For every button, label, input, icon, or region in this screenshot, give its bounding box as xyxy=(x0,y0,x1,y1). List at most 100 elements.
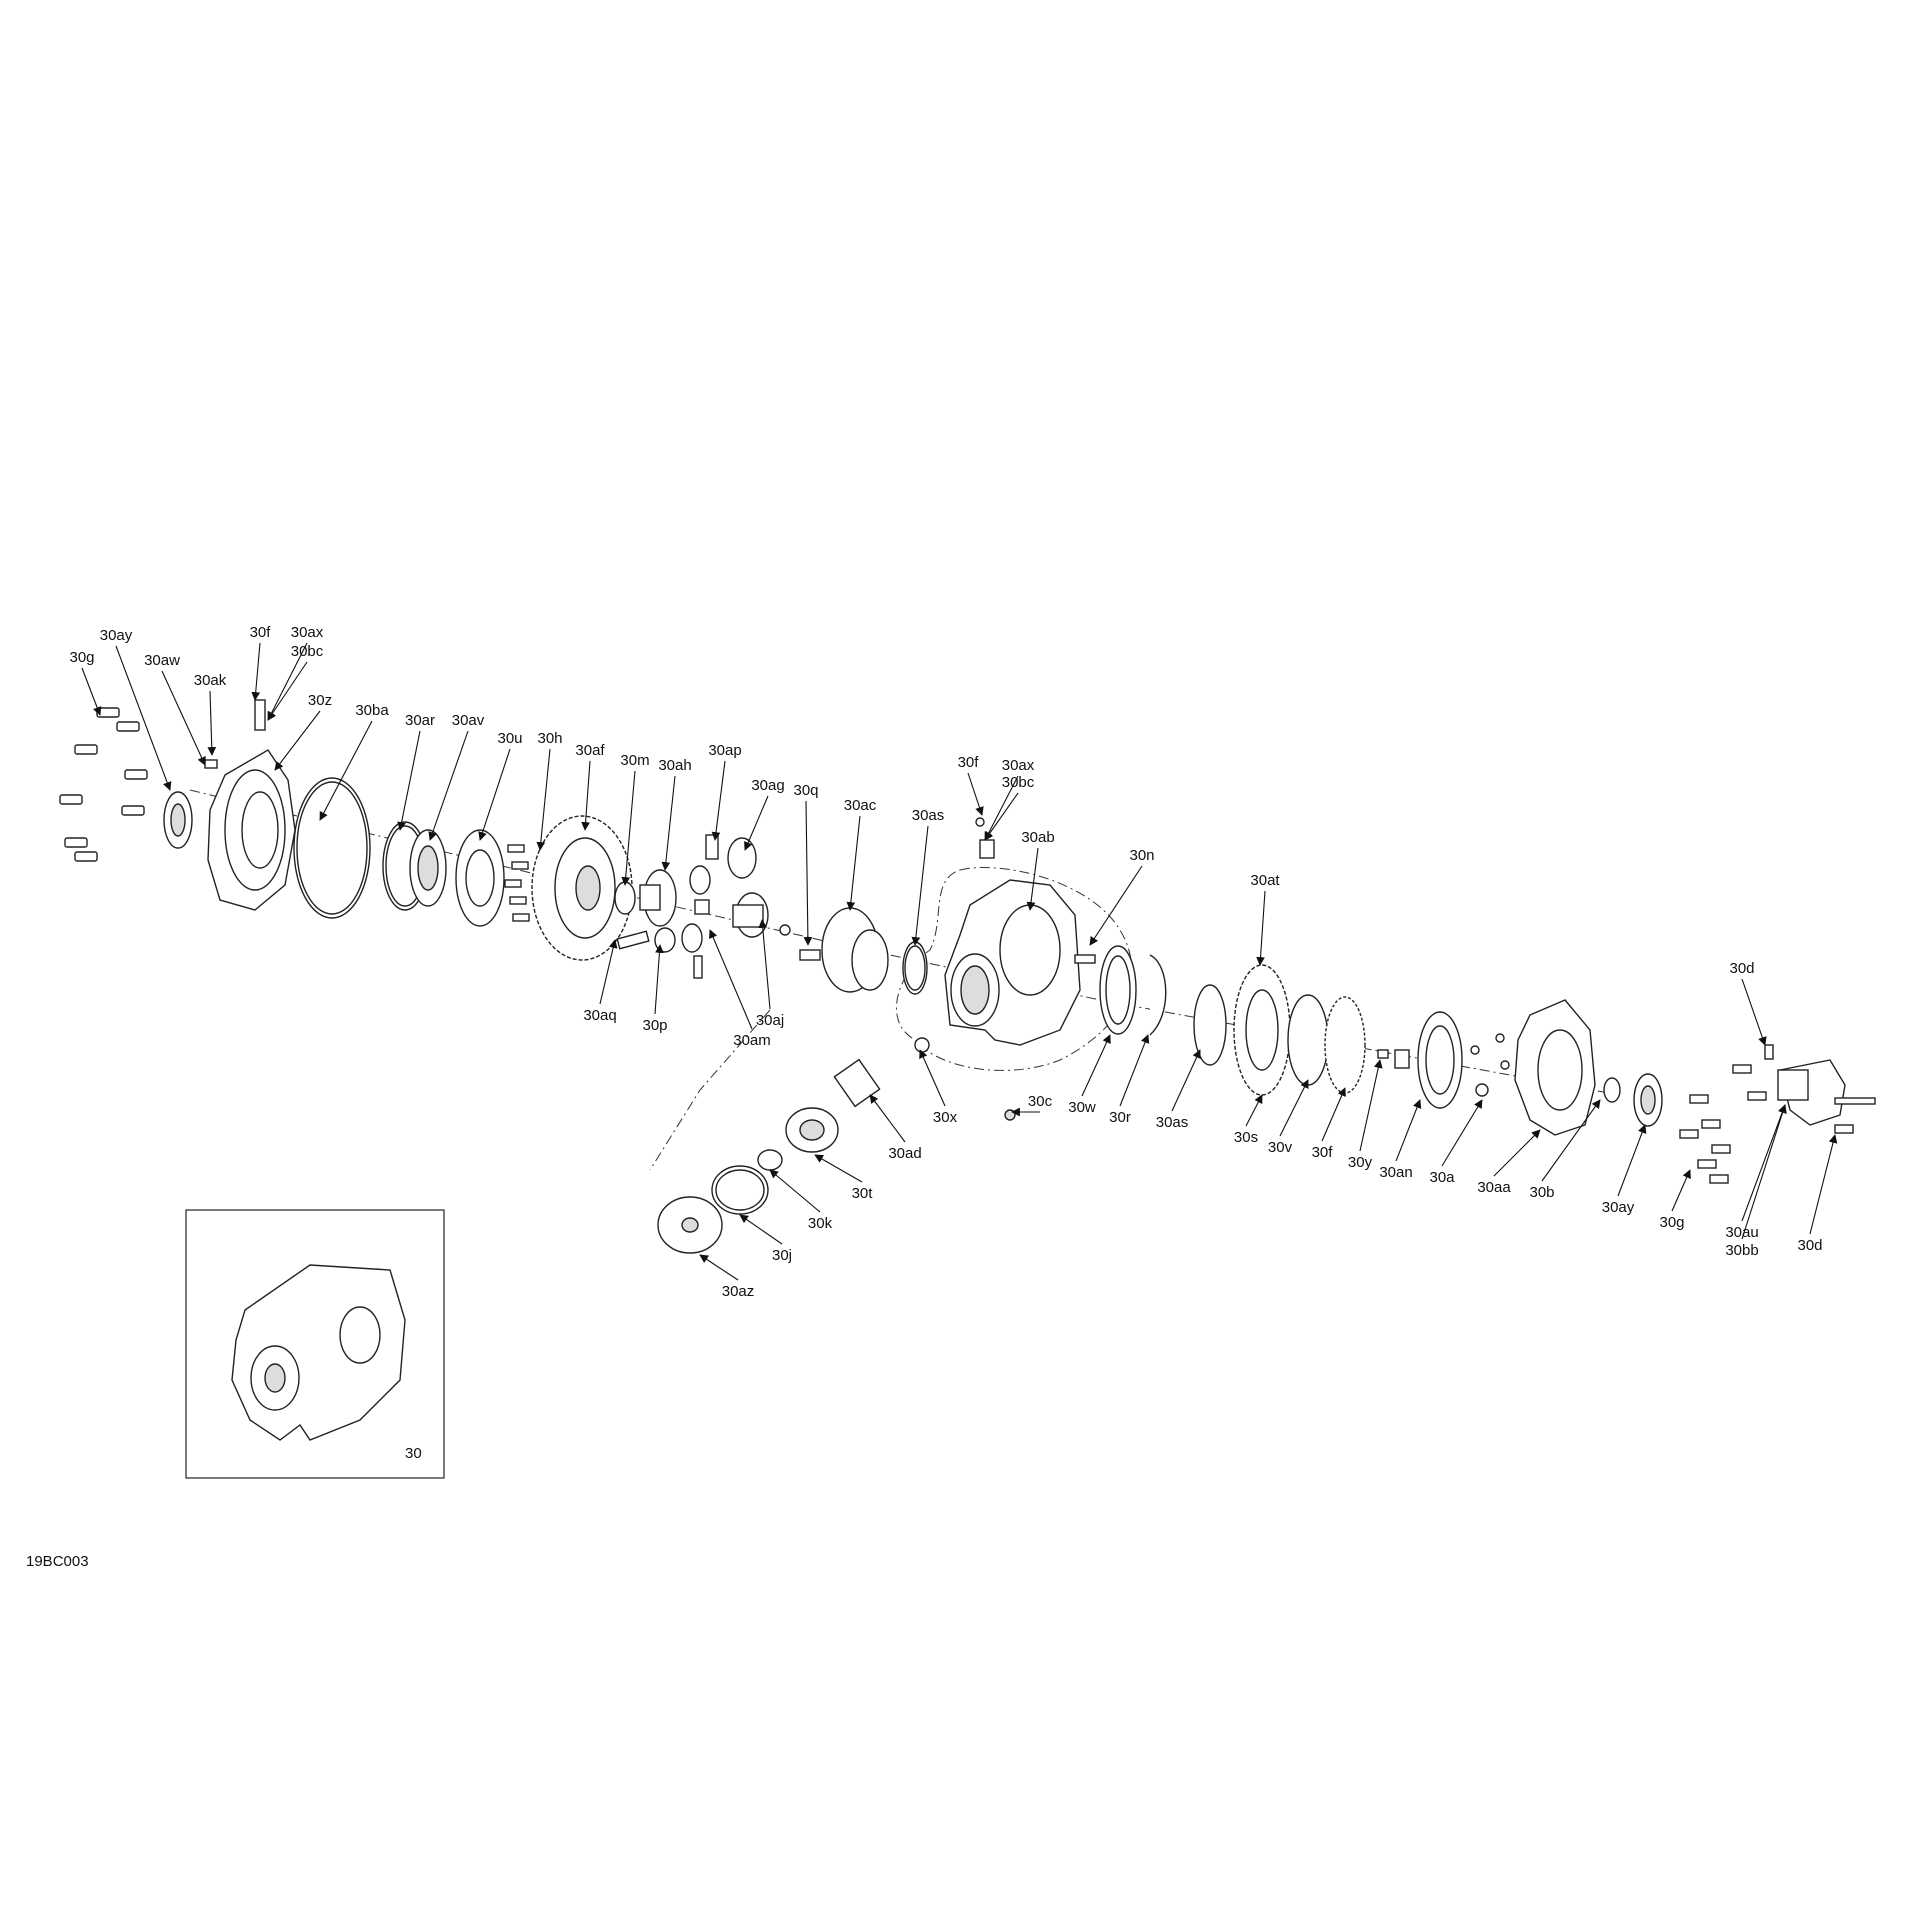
callout-leader xyxy=(1279,1079,1309,1137)
callout-leader xyxy=(1359,1059,1383,1152)
callout-label: 30s xyxy=(1234,1129,1258,1146)
callout-leader xyxy=(1441,1099,1483,1167)
callout-label: 30ab xyxy=(1021,829,1054,846)
assembly-axis xyxy=(189,789,1621,1171)
callout-leader xyxy=(1741,1104,1787,1240)
callout-leader xyxy=(1119,1034,1150,1107)
callout-leader xyxy=(1493,1129,1541,1177)
figure-code: 19BC003 xyxy=(26,1553,89,1570)
callout-leader xyxy=(1081,1034,1111,1097)
callout-leader xyxy=(654,944,664,1015)
callout-label: 30az xyxy=(722,1283,755,1300)
callout-label: 30w xyxy=(1068,1099,1096,1116)
callout-label: 30ar xyxy=(405,712,435,729)
callout-label: 30q xyxy=(793,782,818,799)
callout-leader xyxy=(919,1049,946,1107)
callout-label: 30am xyxy=(733,1032,771,1049)
callout-leader xyxy=(1026,847,1039,911)
callout-leader xyxy=(758,919,771,1010)
callout-label: 30f xyxy=(1312,1144,1334,1161)
callout-label: 30f xyxy=(958,754,980,771)
callout-leader xyxy=(251,642,261,701)
callout-label: 30aw xyxy=(144,652,180,669)
callout-leader xyxy=(803,800,813,946)
callout-label: 30ak xyxy=(194,672,227,689)
callout-label: 30as xyxy=(912,807,945,824)
callout-leader xyxy=(1809,1134,1838,1235)
callout-leader xyxy=(1741,1104,1787,1222)
callout-leader xyxy=(274,710,321,771)
callout-leader xyxy=(769,1169,821,1213)
callout-label: 30y xyxy=(1348,1154,1373,1171)
callout-label: 30bc xyxy=(1002,774,1035,791)
callout-label: 30k xyxy=(808,1215,833,1232)
callout-label: 30ax xyxy=(291,624,324,641)
callout-leader xyxy=(1671,1169,1691,1212)
callout-label: 30b xyxy=(1529,1184,1554,1201)
callout-leader xyxy=(814,1154,863,1183)
callout-label: 30ad xyxy=(888,1145,921,1162)
callout-label: 30t xyxy=(852,1185,874,1202)
callout-leader xyxy=(1089,865,1143,946)
rings-row1 xyxy=(293,777,505,927)
main-housing xyxy=(944,817,1096,1046)
callout-leader xyxy=(709,929,753,1030)
callout-leader xyxy=(536,748,551,851)
callout-leader xyxy=(115,645,172,791)
callout-label: 30ay xyxy=(100,627,133,644)
callout-label: 30c xyxy=(1028,1093,1053,1110)
callout-leader xyxy=(661,775,676,871)
callout-label: 30ah xyxy=(658,757,691,774)
callout-label: 30u xyxy=(497,730,522,747)
callout-label: 30af xyxy=(575,742,605,759)
callout-leader xyxy=(846,815,861,911)
callout-label: 30p xyxy=(642,1017,667,1034)
callout-leader xyxy=(1541,1099,1601,1182)
callout-leader xyxy=(739,1214,783,1245)
callout-label: 30aa xyxy=(1477,1179,1511,1196)
callout-label: 30aq xyxy=(583,1007,616,1024)
callout-leader xyxy=(1245,1094,1263,1127)
callout-label: 30aj xyxy=(756,1012,784,1029)
callout-leader xyxy=(984,792,1019,841)
pinion-group xyxy=(657,1037,1016,1254)
callout-leader xyxy=(984,775,1019,841)
callout-label: 30an xyxy=(1379,1164,1412,1181)
callout-leader xyxy=(911,825,929,946)
callout-leader xyxy=(599,939,618,1005)
callout-label: 30z xyxy=(308,692,332,709)
callout-label: 30bc xyxy=(291,643,324,660)
callout-leader xyxy=(1321,1087,1346,1142)
left-cover xyxy=(163,699,296,911)
callout-label: 30bb xyxy=(1725,1242,1758,1259)
rings-right xyxy=(1099,945,1510,1109)
callout-leader xyxy=(869,1094,906,1143)
callout-label: 30v xyxy=(1268,1139,1293,1156)
callout-label: 30as xyxy=(1156,1114,1189,1131)
callout-label: 30h xyxy=(537,730,562,747)
callout-label: 30au xyxy=(1725,1224,1758,1241)
callout-label: 30n xyxy=(1129,847,1154,864)
bolts-left xyxy=(59,707,148,862)
callout-label: 30f xyxy=(250,624,272,641)
callout-label: 30ac xyxy=(844,797,877,814)
callout-label: 30av xyxy=(452,712,485,729)
callout-leader xyxy=(1617,1124,1647,1197)
ring-gear xyxy=(504,815,633,961)
callout-leader xyxy=(1171,1049,1201,1112)
callout-label: 30at xyxy=(1250,872,1280,889)
callout-label: 30g xyxy=(69,649,94,666)
callout-leader xyxy=(319,720,373,821)
callout-leader xyxy=(699,1254,739,1281)
callout-label: 30m xyxy=(620,752,649,769)
differential-parts xyxy=(614,834,791,979)
callout-label: 30ap xyxy=(708,742,741,759)
callout-label: 30d xyxy=(1729,960,1754,977)
clutch-assembly xyxy=(799,907,928,995)
callout-leader xyxy=(581,760,591,831)
callout-leader xyxy=(967,772,984,816)
callout-leader xyxy=(621,770,636,886)
callout-leader xyxy=(744,795,769,851)
